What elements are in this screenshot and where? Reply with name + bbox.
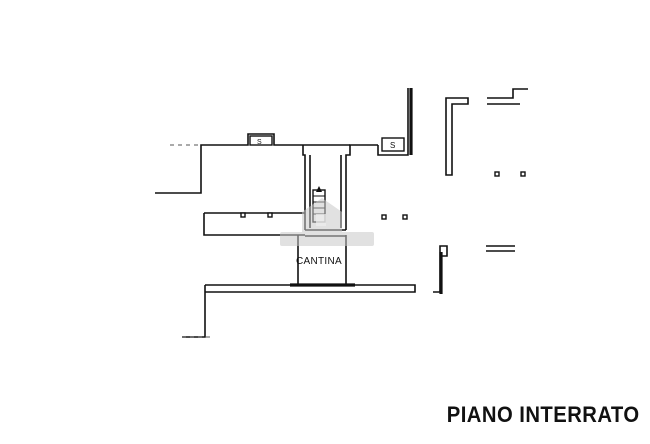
floor-title: PIANO INTERRATO	[447, 402, 640, 427]
room-label-cantina: CANTINA	[296, 256, 342, 267]
wall-right-top	[487, 88, 528, 105]
pillar-a	[240, 212, 246, 218]
pillar-c	[381, 214, 387, 220]
pillar-e	[494, 171, 500, 177]
pillar-f	[520, 171, 526, 177]
wall-upper-left	[155, 133, 303, 194]
watermark-logo	[280, 198, 374, 246]
pillar-d	[402, 214, 408, 220]
wall-right-block	[445, 97, 469, 176]
wall-right-bottom	[433, 245, 515, 293]
service-box-left	[249, 135, 273, 146]
wall-lower-left	[182, 284, 416, 338]
pillar-b	[267, 212, 273, 218]
corridor-walls	[302, 144, 378, 230]
service-box-right	[381, 137, 405, 152]
service-marker-left: S	[257, 139, 262, 146]
wall-upper-right	[377, 88, 409, 156]
service-marker-right: S	[390, 141, 395, 150]
wall-middle-left	[203, 212, 305, 236]
